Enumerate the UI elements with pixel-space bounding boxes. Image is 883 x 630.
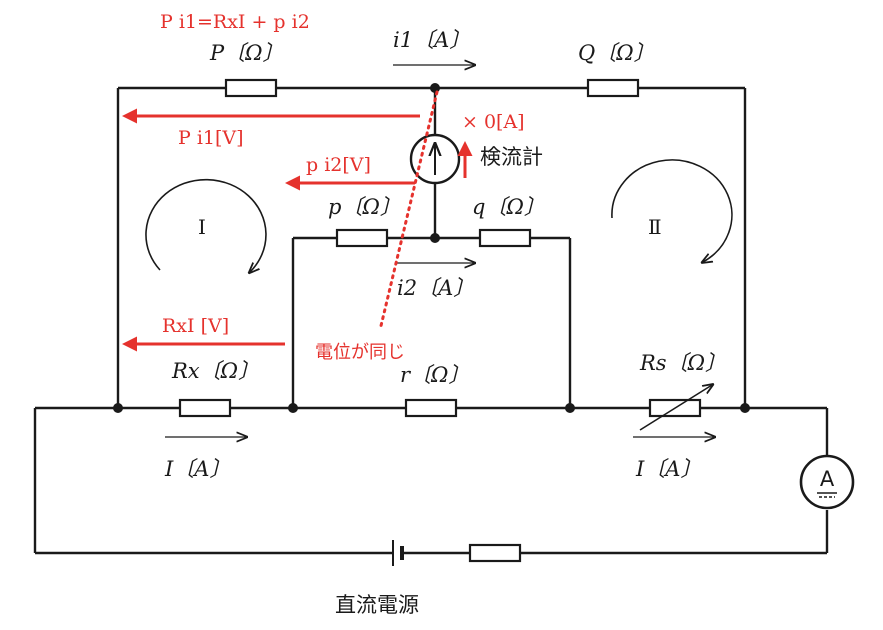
- junction-right-outer: [740, 403, 750, 413]
- label-i2: i2〔A〕: [397, 276, 474, 300]
- resistor-source-internal: [468, 543, 522, 563]
- label-dc-source: 直流電源: [335, 593, 419, 617]
- battery-icon: [392, 540, 404, 566]
- label-loop-I: I: [198, 215, 206, 239]
- label-I-left: I〔A〕: [164, 457, 230, 481]
- annotation-pi2: p i2[V]: [306, 154, 371, 176]
- resistor-Rx: [178, 398, 232, 418]
- label-galvanometer: 検流計: [480, 145, 543, 169]
- label-Rx: Rx〔Ω〕: [171, 359, 259, 383]
- loop-II-arrow: [611, 159, 733, 262]
- annotation-equation: P i1=RxI + p i2: [160, 11, 310, 33]
- resistor-Q: [586, 78, 640, 98]
- junction-right-inner: [565, 403, 575, 413]
- label-r: r〔Ω〕: [400, 363, 469, 387]
- junction-left-outer: [113, 403, 123, 413]
- label-loop-II: Ⅱ: [648, 215, 662, 239]
- variable-resistor-arrow: [639, 385, 712, 431]
- label-Q: Q〔Ω〕: [578, 41, 655, 65]
- ammeter-label: A: [820, 467, 835, 491]
- ammeter-icon: A: [799, 454, 855, 510]
- resistor-r: [404, 398, 458, 418]
- label-q: q〔Ω〕: [472, 195, 545, 219]
- label-P: P〔Ω〕: [209, 41, 284, 65]
- loop-I-arrow: [145, 178, 267, 272]
- dotted-equipotential-line: [378, 90, 439, 332]
- resistor-p: [335, 228, 389, 248]
- junction-mid: [430, 233, 440, 243]
- label-p: p〔Ω〕: [328, 195, 401, 219]
- junction-top: [430, 83, 440, 93]
- label-Rs: Rs〔Ω〕: [639, 351, 726, 375]
- annotation-same-potential: 電位が同じ: [315, 342, 405, 363]
- resistor-q: [478, 228, 532, 248]
- resistor-P: [224, 78, 278, 98]
- annotation-Pi1: P i1[V]: [178, 127, 244, 149]
- annotation-zero: × 0[A]: [462, 111, 525, 133]
- junction-left-inner: [288, 403, 298, 413]
- label-I-right: I〔A〕: [635, 457, 701, 481]
- annotation-RxI: RxI [V]: [162, 315, 229, 337]
- label-i1: i1〔A〕: [393, 28, 470, 52]
